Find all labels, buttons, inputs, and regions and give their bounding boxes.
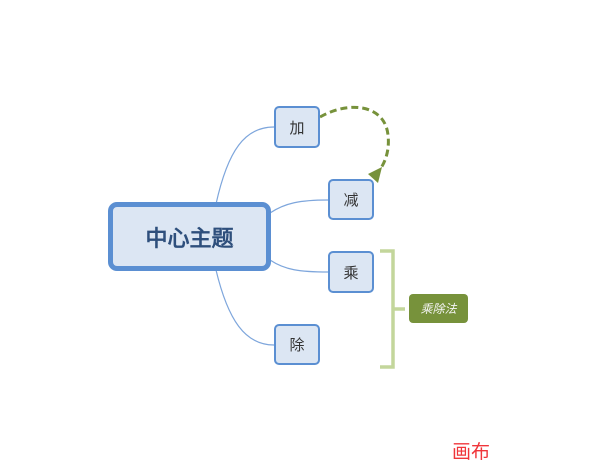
central-topic-label: 中心主题	[145, 226, 234, 252]
link-jia	[215, 126, 275, 205]
summary-bracket	[380, 249, 405, 369]
summary-label: 乘除法	[420, 302, 457, 316]
link-cheng	[269, 259, 329, 273]
subtopic-cheng[interactable]: 乘	[328, 251, 374, 293]
subtopic-jia[interactable]: 加	[274, 106, 320, 148]
link-chu	[215, 269, 275, 346]
central-topic[interactable]: 中心主题	[108, 202, 271, 271]
subtopic-label: 乘	[343, 263, 359, 282]
relationship-arrowhead-icon	[368, 167, 382, 183]
canvas-label: 画布	[452, 441, 491, 463]
subtopic-chu[interactable]: 除	[274, 324, 320, 365]
subtopic-label: 减	[343, 191, 359, 209]
summary-topic[interactable]: 乘除法	[409, 294, 468, 323]
subtopic-label: 除	[289, 336, 305, 354]
subtopic-jian[interactable]: 减	[328, 179, 374, 220]
relationship-arrow	[319, 105, 390, 173]
subtopic-label: 加	[289, 118, 305, 137]
link-jian	[269, 199, 329, 214]
